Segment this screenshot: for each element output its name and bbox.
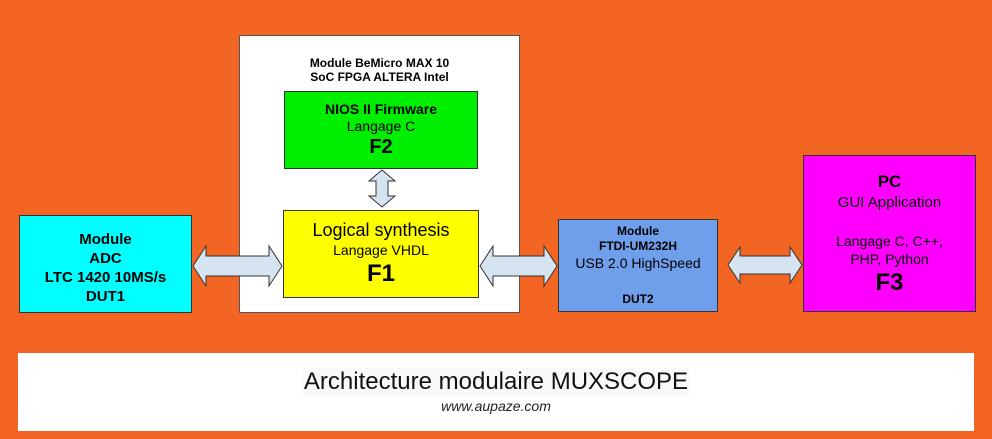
ftdi-line3: USB 2.0 HighSpeed bbox=[575, 255, 701, 271]
f1-logical-synthesis-block: Logical synthesis Langage VHDL F1 bbox=[283, 210, 479, 298]
pc-title: PC bbox=[877, 172, 902, 191]
ftdi-line2: FTDI-UM232H bbox=[598, 239, 677, 253]
footer-banner: Architecture modulaire MUXSCOPE www.aupa… bbox=[18, 353, 974, 431]
pc-block: PC GUI Application Langage C, C++, PHP, … bbox=[803, 155, 976, 312]
arrow-ftdi-pc bbox=[727, 245, 803, 285]
ftdi-line4: DUT2 bbox=[622, 292, 654, 306]
adc-line4: DUT1 bbox=[85, 288, 126, 305]
f2-code: F2 bbox=[369, 136, 393, 158]
f2-nios-firmware-block: NIOS II Firmware Langage C F2 bbox=[284, 91, 478, 169]
ftdi-line1: Module bbox=[617, 224, 659, 238]
f2-subtitle: Langage C bbox=[346, 118, 416, 134]
f1-subtitle: Langage VHDL bbox=[333, 242, 429, 258]
adc-module-block: Module ADC LTC 1420 10MS/s DUT1 bbox=[19, 215, 192, 313]
f1-title: Logical synthesis bbox=[312, 220, 450, 240]
arrow-f1-ftdi bbox=[479, 244, 558, 288]
adc-line2: ADC bbox=[89, 250, 122, 267]
adc-line3: LTC 1420 10MS/s bbox=[44, 269, 167, 286]
fpga-module-title-line2: SoC FPGA ALTERA Intel bbox=[310, 70, 449, 84]
ftdi-module-block: Module FTDI-UM232H USB 2.0 HighSpeed DUT… bbox=[558, 219, 718, 312]
pc-lang-line2: PHP, Python bbox=[850, 251, 929, 267]
adc-line1: Module bbox=[79, 231, 132, 248]
diagram-title: Architecture modulaire MUXSCOPE bbox=[302, 368, 690, 396]
pc-lang-line1: Langage C, C++, bbox=[836, 233, 943, 249]
arrow-f2-f1 bbox=[367, 169, 397, 208]
arrow-adc-f1 bbox=[192, 244, 283, 288]
website-link[interactable]: www.aupaze.com bbox=[441, 398, 551, 414]
f1-code: F1 bbox=[366, 260, 395, 287]
pc-code: F3 bbox=[875, 269, 904, 296]
fpga-module-title-line1: Module BeMicro MAX 10 bbox=[309, 56, 450, 70]
f2-title: NIOS II Firmware bbox=[324, 101, 438, 117]
pc-subtitle: GUI Application bbox=[837, 194, 942, 211]
